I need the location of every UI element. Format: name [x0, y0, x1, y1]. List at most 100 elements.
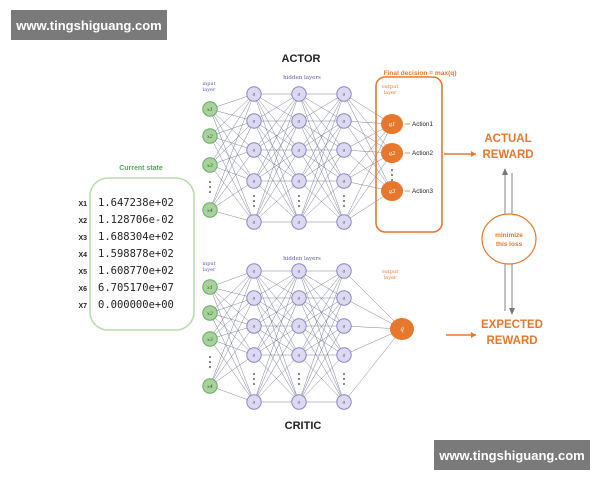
actor-ellipsis-dot: [253, 195, 255, 197]
critic-edge: [343, 270, 403, 330]
actor-input-node-label: x2: [207, 134, 213, 140]
actor-input-node: [202, 128, 218, 144]
actor-q-label: q1: [388, 122, 395, 128]
state-variable-value: 1.688304e+02: [98, 231, 174, 243]
critic-edge: [209, 270, 255, 314]
state-variable-name: X1: [78, 201, 87, 208]
actor-ellipsis-dot: [209, 191, 211, 193]
critic-input-node: [202, 305, 218, 321]
actor-hidden-node: [246, 173, 262, 189]
critic-edge: [298, 270, 345, 327]
critic-hidden-node: [291, 290, 307, 306]
current-state-box: [89, 177, 195, 331]
actor-hidden-node-label: a: [343, 180, 346, 185]
actor-edge: [343, 152, 393, 223]
state-variable-name: X2: [78, 218, 87, 225]
critic-edge: [253, 297, 300, 356]
actor-hidden-node-label: a: [298, 93, 301, 98]
actor-edge: [343, 93, 393, 192]
actor-edge: [298, 180, 345, 223]
critic-ellipsis-dot: [298, 378, 300, 380]
actor-hidden-node-label: a: [298, 120, 301, 125]
state-variable-name: X6: [78, 286, 87, 293]
critic-edge: [253, 270, 300, 403]
actor-hidden-node: [336, 173, 352, 189]
critic-edge: [209, 270, 255, 288]
actor-ellipsis-dot: [343, 205, 345, 207]
actor-edge: [253, 149, 300, 223]
watermark-bottom: www.tingshiguang.com: [434, 440, 590, 470]
critic-hidden-node: [336, 290, 352, 306]
actor-hidden-node: [336, 142, 352, 158]
critic-hidden-node: [336, 347, 352, 363]
critic-hidden-node: [291, 347, 307, 363]
critic-ellipsis-dot: [298, 383, 300, 385]
critic-hidden-node: [336, 263, 352, 279]
actor-edge: [253, 93, 300, 223]
critic-hidden-node-label: a: [253, 325, 256, 330]
actor-hidden-node: [291, 214, 307, 230]
critic-input-node: [202, 331, 218, 347]
critic-hidden-node-label: a: [343, 354, 346, 359]
actor-output-ellipsis-dot: [391, 179, 393, 181]
actor-edge: [253, 93, 300, 122]
critic-edge: [209, 270, 255, 387]
actor-hidden-node-label: a: [253, 180, 256, 185]
actor-edge: [298, 93, 345, 182]
actor-edge: [343, 123, 393, 223]
critic-edge: [343, 328, 403, 403]
critic-hidden-node: [246, 263, 262, 279]
actor-hidden-node: [291, 113, 307, 129]
critic-hidden-node-label: a: [298, 297, 301, 302]
critic-ellipsis-dot: [343, 373, 345, 375]
critic-edge: [253, 354, 300, 403]
actor-hidden-node-label: a: [343, 149, 346, 154]
loss-arrow-up: [502, 168, 508, 175]
action-label: Action2: [412, 150, 434, 157]
actor-ellipsis-dot: [209, 186, 211, 188]
actor-q-node: [381, 143, 403, 163]
actor-edge: [298, 120, 345, 151]
critic-title: CRITIC: [285, 420, 322, 432]
critic-input-node-label: x4: [207, 384, 213, 390]
critic-ellipsis-dot: [253, 378, 255, 380]
actor-hidden-node: [246, 86, 262, 102]
critic-hidden-node-label: a: [343, 297, 346, 302]
actor-edge: [298, 93, 345, 223]
critic-edge: [209, 297, 255, 314]
critic-hidden-node-label: a: [253, 297, 256, 302]
critic-edge: [253, 297, 300, 327]
critic-q-label: q: [400, 326, 404, 333]
actor-ellipsis-dot: [298, 195, 300, 197]
actor-q-node: [381, 181, 403, 201]
critic-hidden-node-label: a: [253, 401, 256, 406]
critic-hidden-node: [336, 394, 352, 410]
actor-ellipsis-dot: [298, 200, 300, 202]
actor-hidden-node-label: a: [298, 221, 301, 226]
critic-ellipsis-dot: [298, 373, 300, 375]
actor-edge: [209, 180, 255, 211]
critic-hidden-node-label: a: [253, 354, 256, 359]
state-variable-name: X5: [78, 269, 87, 276]
critic-ellipsis-dot: [209, 356, 211, 358]
state-variable-value: 1.608770e+02: [98, 265, 174, 277]
actor-output-ellipsis-dot: [391, 174, 393, 176]
actor-hidden-node-label: a: [253, 120, 256, 125]
minimize-loss-circle: [481, 213, 537, 265]
actor-edge: [253, 149, 300, 182]
critic-hidden-node-label: a: [298, 354, 301, 359]
critic-hidden-node: [336, 318, 352, 334]
critic-input-node-label: x2: [207, 311, 213, 317]
actor-edge: [209, 149, 255, 166]
critic-edge: [298, 297, 345, 403]
actor-q-node: [381, 114, 403, 134]
actor-output-ellipsis-dot: [391, 169, 393, 171]
critic-hidden-node: [246, 394, 262, 410]
actor-hidden-node: [246, 113, 262, 129]
actor-q-label: q2: [388, 151, 396, 157]
